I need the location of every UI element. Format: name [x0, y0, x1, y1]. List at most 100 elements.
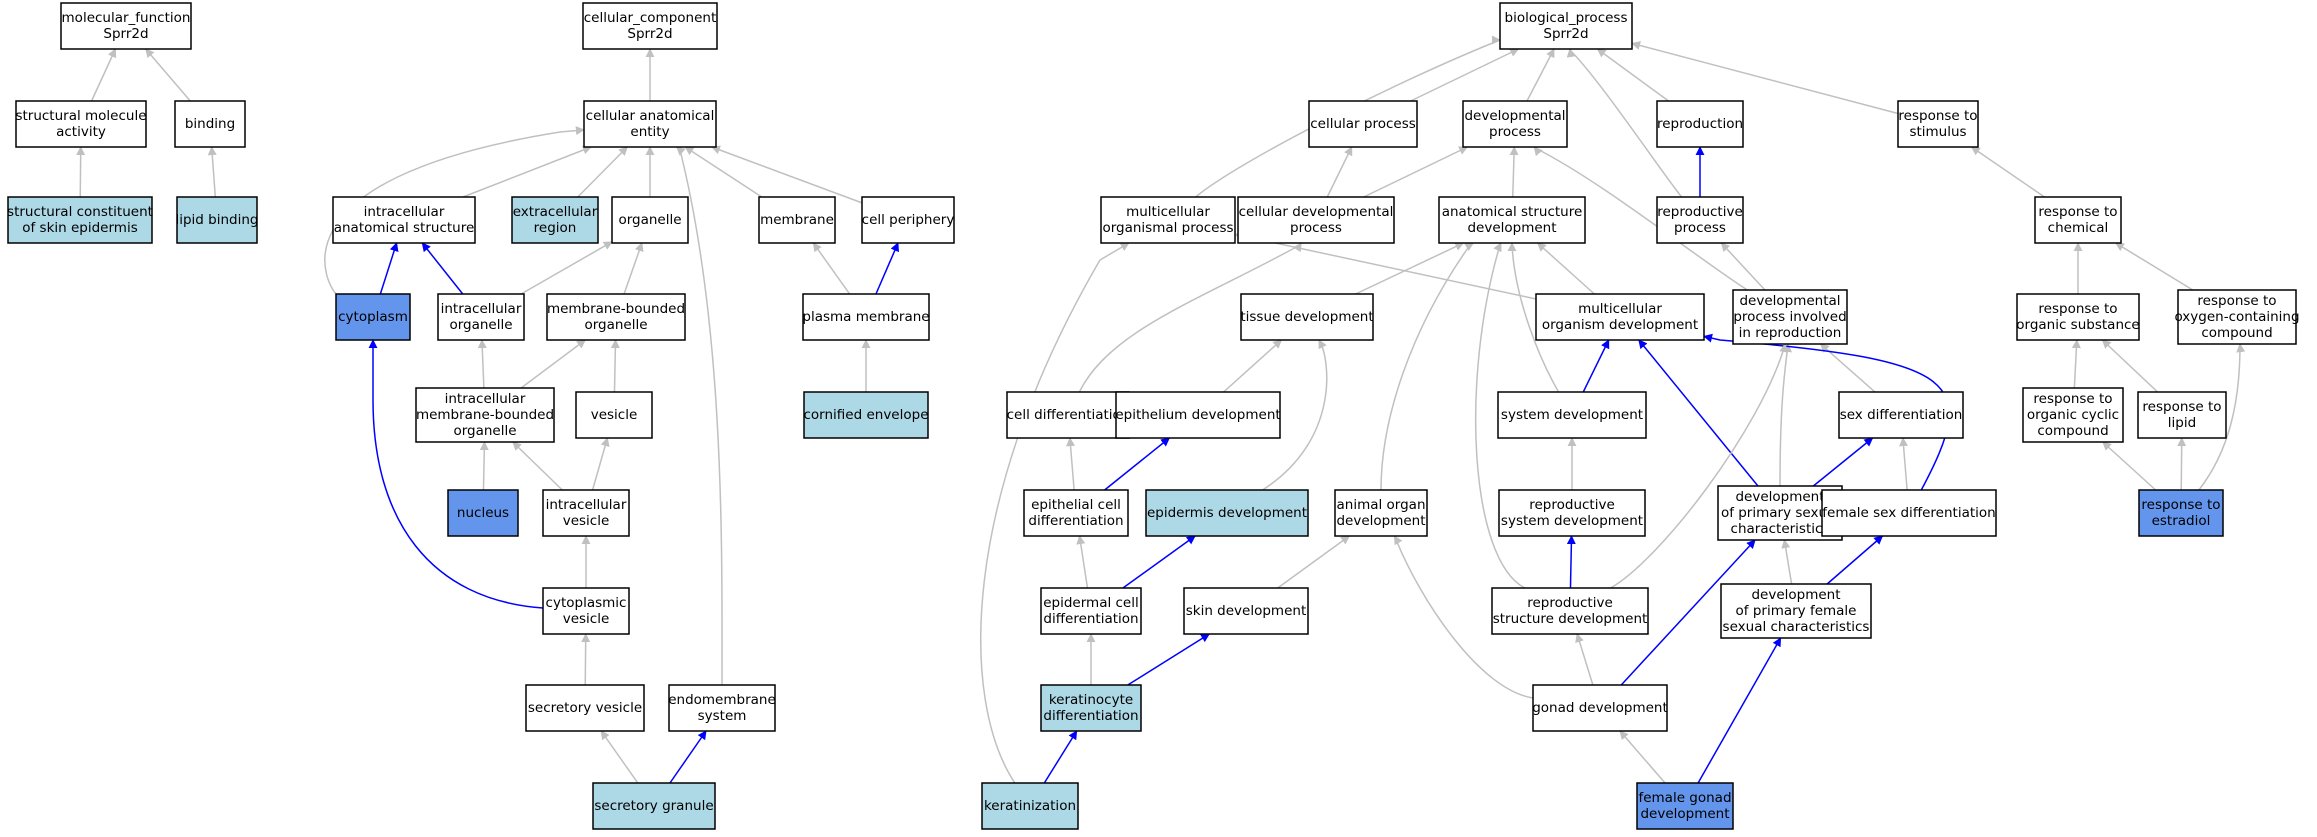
node-keratinization[interactable]: keratinization	[981, 782, 1079, 830]
node-label-line: organelle	[449, 317, 512, 333]
edge-membrane-to-cell_anat	[684, 146, 763, 198]
node-label-line: organic cyclic	[2027, 407, 2119, 423]
edge-gonad_dev-to-repro_struct_dev	[1575, 633, 1594, 686]
node-label-line: development	[1336, 513, 1425, 529]
node-label-line: epidermis development	[1147, 505, 1307, 521]
node-epith-dev[interactable]: epithelium development	[1115, 391, 1281, 439]
node-sex-diff[interactable]: sex differentiation	[1838, 391, 1964, 439]
node-cell-proc[interactable]: cellular process	[1308, 100, 1418, 148]
node-label-line: secretory granule	[594, 798, 713, 814]
node-skin-dev[interactable]: skin development	[1183, 587, 1309, 635]
node-box	[861, 196, 955, 244]
node-label-line: structural constituent	[7, 204, 153, 220]
edge-dev_repro-to-dev_proc	[1533, 146, 1748, 291]
edge-lipid_binding-to-binding	[207, 146, 217, 198]
node-nucleus[interactable]: nucleus	[447, 489, 519, 537]
node-label-line: reproductive	[1529, 497, 1615, 513]
node-plasma-mem[interactable]: plasma membrane	[802, 293, 930, 341]
node-label-line: cytoplasmic	[546, 595, 627, 611]
edge-multi_org_dev-to-anat_dev	[1536, 242, 1595, 295]
node-organelle[interactable]: organelle	[611, 196, 689, 244]
node-label-line: anatomical structure	[334, 220, 475, 236]
node-binding[interactable]: binding	[174, 100, 246, 148]
node-cornified[interactable]: cornified envelope	[803, 391, 929, 439]
edge-keratinization-to-multi_proc	[980, 242, 1130, 784]
edge-dev_prim_female-to-female_sex_diff	[1826, 535, 1884, 585]
node-gonad-dev[interactable]: gonad development	[1532, 684, 1668, 732]
node-epid-dev[interactable]: epidermis development	[1145, 489, 1309, 537]
node-box	[2177, 289, 2297, 345]
node-secr-gran[interactable]: secretory granule	[592, 782, 716, 830]
node-female-sex-diff[interactable]: female sex differentiation	[1821, 489, 1997, 537]
node-reproduction[interactable]: reproduction	[1656, 100, 1744, 148]
node-box	[60, 2, 192, 50]
node-sys-dev[interactable]: system development	[1497, 391, 1647, 439]
node-lipid-binding[interactable]: lipid binding	[175, 196, 259, 244]
node-tissue-dev[interactable]: tissue development	[1240, 293, 1374, 341]
node-secr-ves[interactable]: secretory vesicle	[525, 684, 645, 732]
node-label-line: stimulus	[1909, 124, 1966, 140]
node-cytoplasm[interactable]: cytoplasm	[335, 293, 411, 341]
node-box	[542, 489, 630, 537]
node-cell-periph[interactable]: cell periphery	[861, 196, 955, 244]
node-label-line: response to	[2033, 391, 2112, 407]
node-label-line: organelle	[584, 317, 647, 333]
edge-gonad_dev-to-dev_prim_sex	[1620, 539, 1756, 686]
node-box	[2022, 387, 2124, 443]
node-label-line: structure development	[1493, 611, 1648, 627]
edge-nucleus-to-intra_mb_org	[479, 441, 489, 491]
edge-anat_dev-to-dev_proc	[1509, 146, 1519, 198]
node-box	[1497, 391, 1647, 439]
node-box	[542, 587, 630, 635]
node-vesicle[interactable]: vesicle	[575, 391, 653, 439]
node-label-line: reproductive	[1527, 595, 1613, 611]
node-label-line: cellular developmental	[1239, 204, 1394, 220]
node-label-line: multicellular	[1126, 204, 1210, 220]
node-membrane[interactable]: membrane	[758, 196, 836, 244]
node-label-line: entity	[630, 124, 669, 140]
node-label-line: organic substance	[2016, 317, 2139, 333]
node-cell-diff[interactable]: cell differentiation	[1006, 391, 1130, 439]
edge-dev_repro-to-repro_proc	[1720, 242, 1766, 291]
node-label-line: response to	[2142, 399, 2221, 415]
node-box	[575, 391, 653, 439]
node-box	[1636, 782, 1734, 830]
edge-tissue_dev-to-anat_dev	[1355, 242, 1465, 295]
